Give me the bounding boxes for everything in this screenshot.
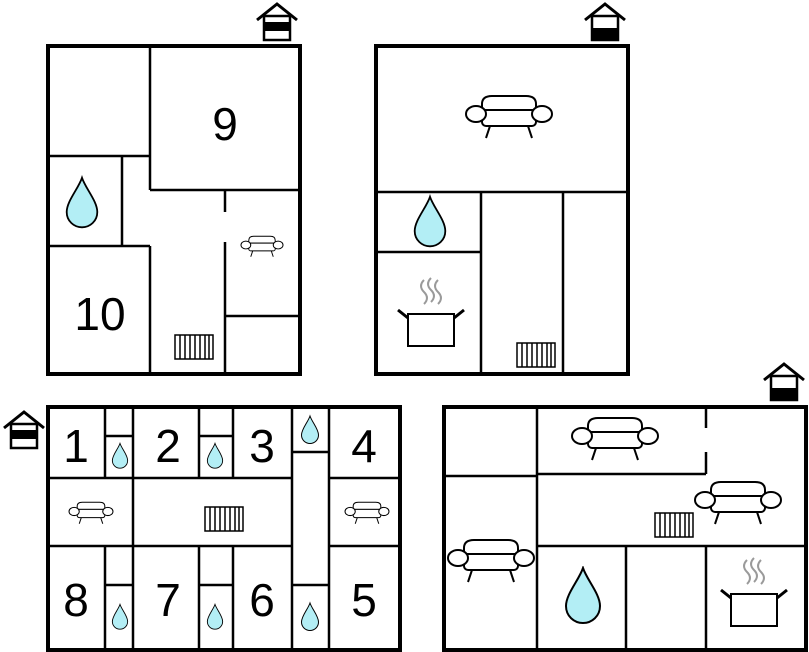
plan-b-walls (376, 190, 628, 374)
house-floor-icon (255, 2, 299, 42)
house-floor-icon (2, 410, 46, 450)
plan-d (442, 362, 808, 652)
house-floor-icon (583, 2, 627, 42)
radiator-icon (654, 512, 694, 538)
plan-c-walls (48, 407, 400, 650)
room-number-4: 4 (351, 420, 377, 472)
room-number-2: 2 (155, 420, 181, 472)
plan-b (374, 2, 630, 376)
plan-c: 1 2 3 4 5 6 7 8 (2, 405, 402, 652)
house-floor-icon (762, 362, 806, 402)
room-number-5: 5 (351, 574, 377, 626)
radiator-icon (516, 342, 556, 368)
radiator-icon (204, 506, 244, 532)
room-number-3: 3 (249, 420, 275, 472)
room-number-8: 8 (63, 574, 89, 626)
plan-a-walls (48, 46, 300, 374)
room-number-6: 6 (249, 574, 275, 626)
radiator-icon (174, 334, 214, 360)
room-number-1: 1 (63, 420, 89, 472)
room-number-10: 10 (74, 288, 125, 340)
room-number-9: 9 (212, 98, 238, 150)
room-number-7: 7 (155, 574, 181, 626)
plan-d-walls (444, 407, 806, 650)
plan-a: 9 10 (46, 2, 302, 376)
